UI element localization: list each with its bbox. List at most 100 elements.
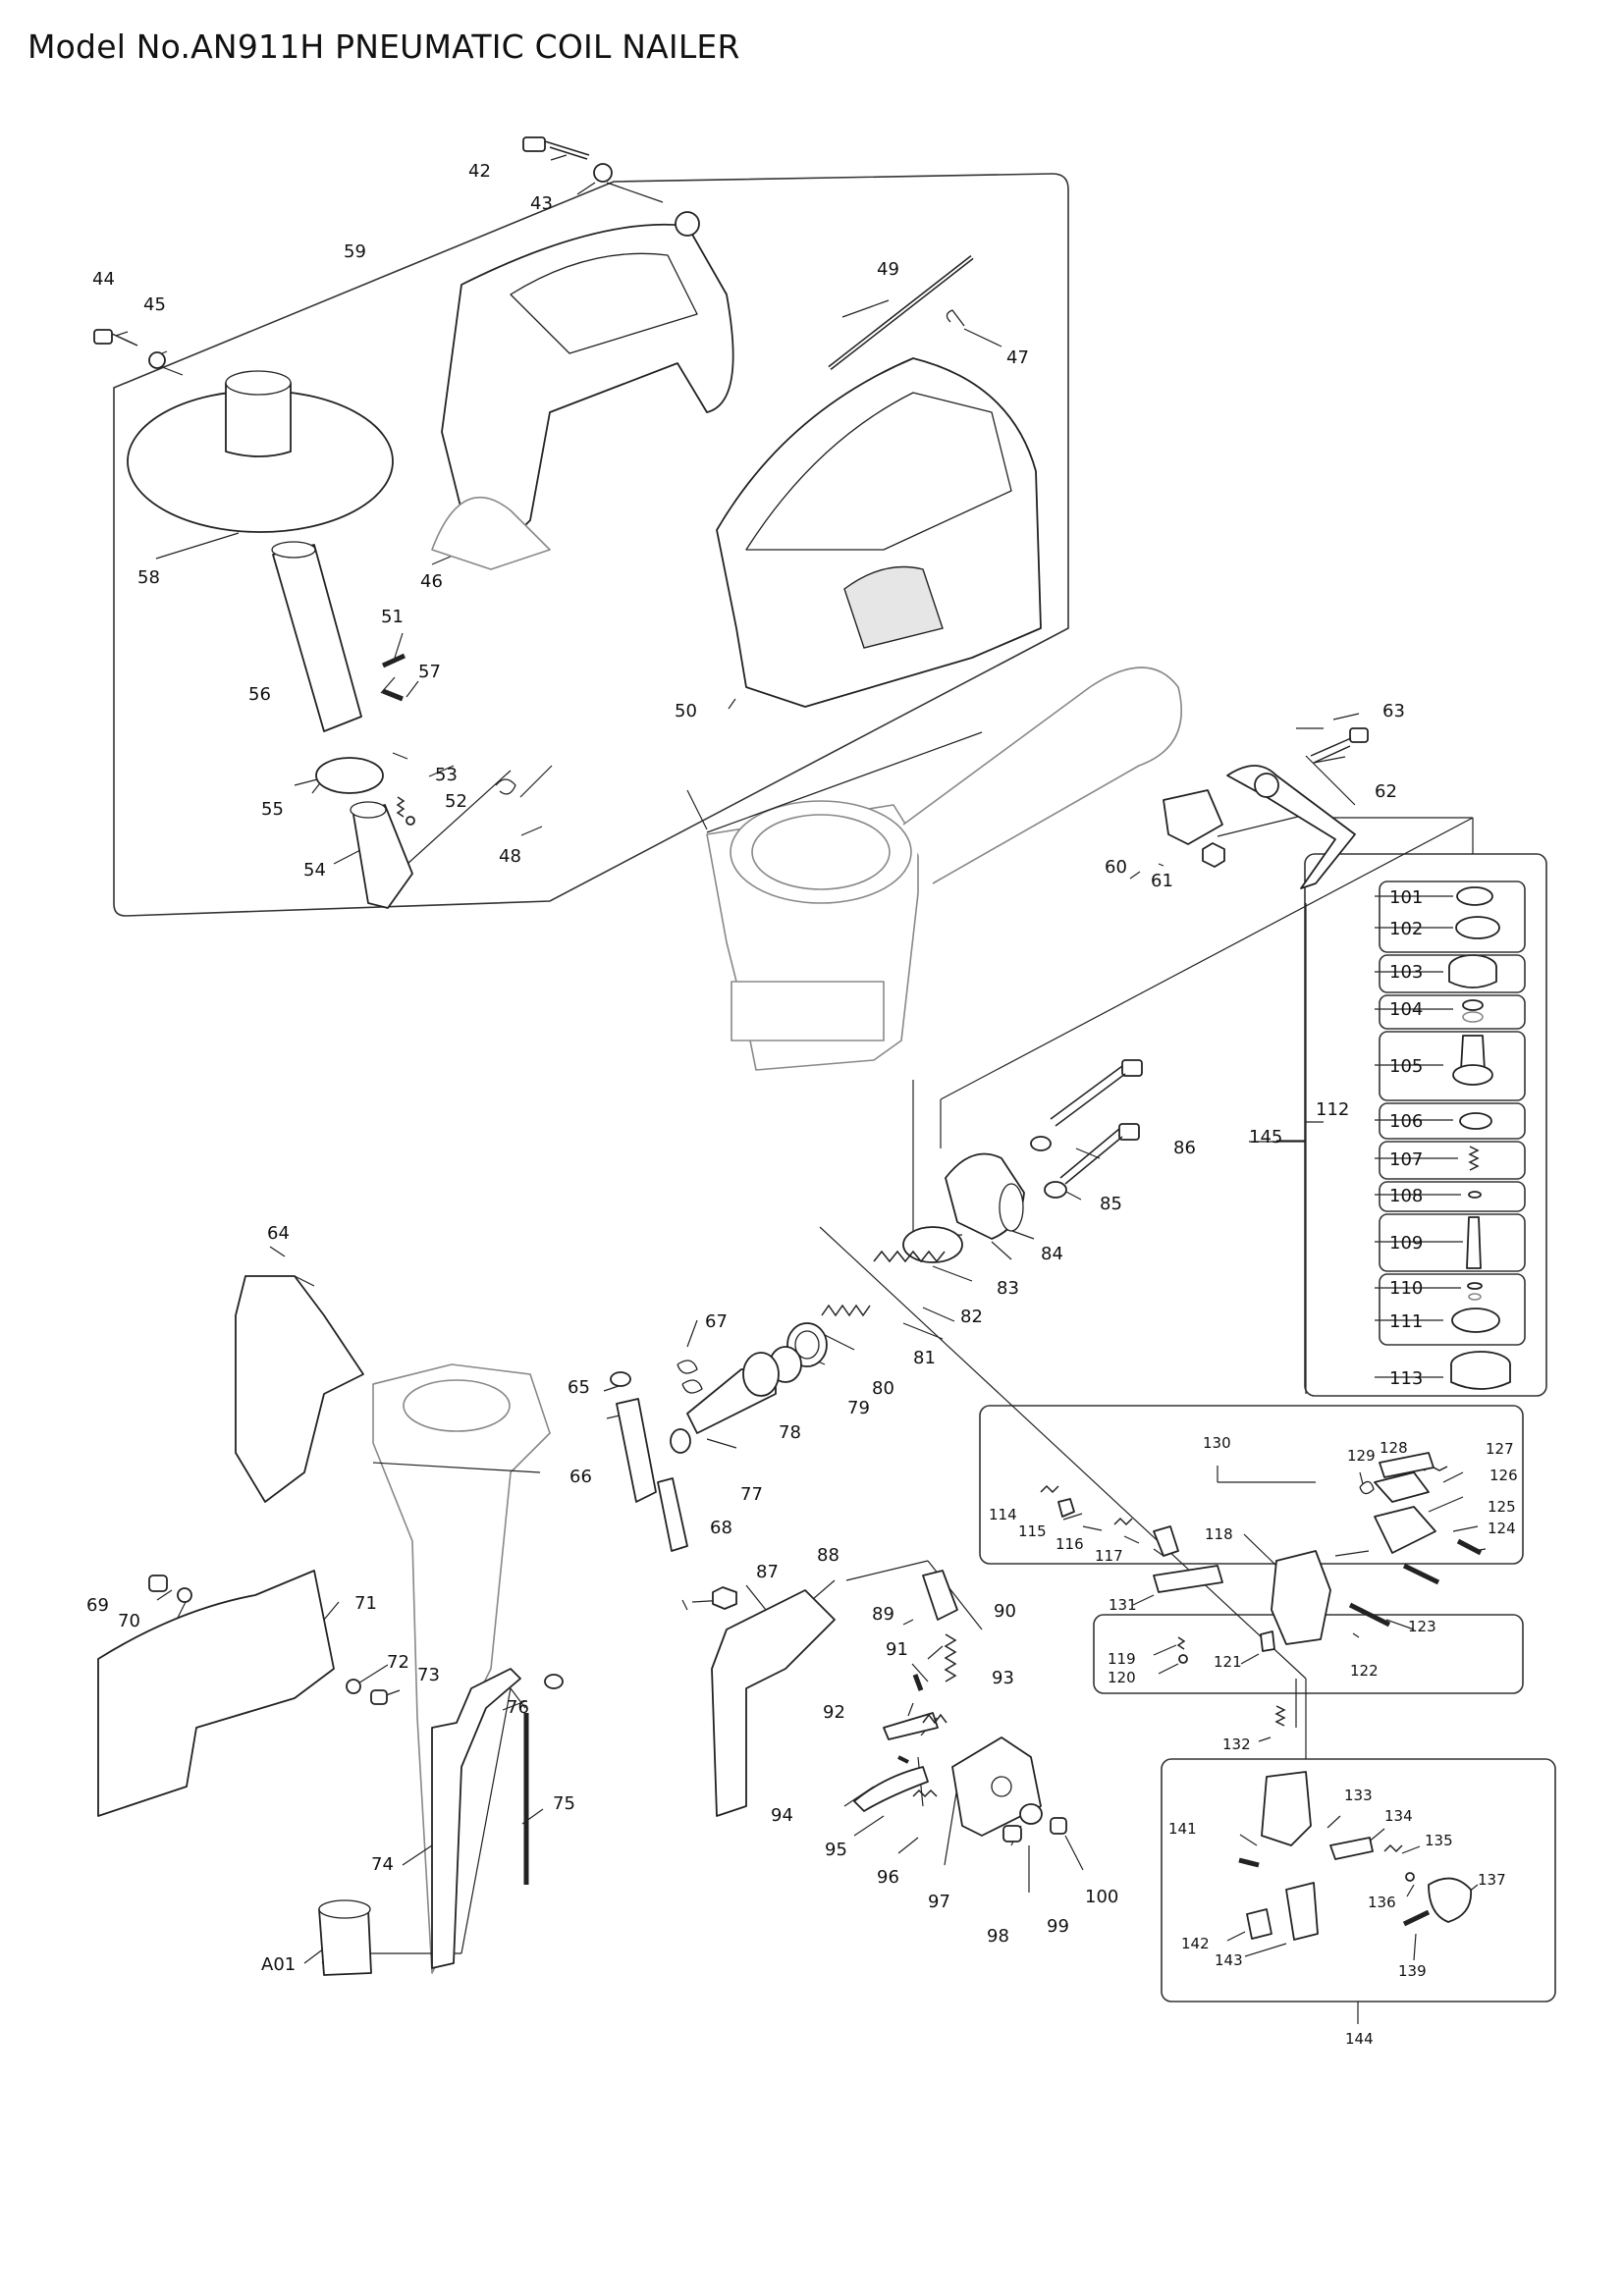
callout-120: 120 — [1108, 1669, 1136, 1686]
part-85-washer — [1030, 1136, 1067, 1199]
callout-67: 67 — [705, 1311, 728, 1332]
callout-99: 99 — [1047, 1916, 1069, 1937]
part-49-shaft — [828, 255, 974, 370]
part-83-o-ring — [902, 1226, 963, 1263]
part-120-ball — [1178, 1654, 1188, 1664]
part-96-spring — [912, 1789, 938, 1798]
callout-126: 126 — [1489, 1467, 1518, 1484]
callout-96: 96 — [877, 1867, 899, 1888]
part-110-o-ring — [1467, 1282, 1483, 1301]
part-97-valve-housing — [951, 1736, 1042, 1837]
callout-61: 61 — [1151, 871, 1173, 891]
part-76-bushing — [544, 1674, 564, 1689]
callout-64: 64 — [267, 1223, 290, 1244]
part-69-screw — [148, 1575, 168, 1592]
part-133-body — [1261, 1771, 1312, 1846]
callout-80: 80 — [872, 1378, 894, 1399]
part-98-screw — [1002, 1825, 1022, 1842]
part-143-bracket — [1285, 1882, 1319, 1941]
callout-98: 98 — [987, 1926, 1009, 1947]
part-66-bracket — [616, 1398, 657, 1503]
magazine-subassembly-frame — [113, 173, 1069, 917]
callout-141: 141 — [1168, 1820, 1197, 1838]
part-63-bolt — [1310, 727, 1369, 764]
part-78-piston — [686, 1352, 780, 1434]
callout-130: 130 — [1203, 1434, 1231, 1452]
callout-103: 103 — [1389, 962, 1423, 983]
callout-129: 129 — [1347, 1447, 1376, 1465]
part-100-screw — [1050, 1817, 1067, 1835]
part-56-spindle — [271, 541, 362, 732]
callout-127: 127 — [1486, 1440, 1514, 1458]
part-92-trigger-arm — [883, 1712, 939, 1740]
part-139-pin — [1402, 1909, 1431, 1927]
callout-81: 81 — [913, 1348, 936, 1368]
callout-83: 83 — [997, 1278, 1019, 1299]
callout-73: 73 — [417, 1665, 440, 1685]
callout-100: 100 — [1085, 1887, 1118, 1907]
callout-108: 108 — [1389, 1186, 1423, 1206]
part-43-washer — [593, 163, 613, 183]
part-114-spring — [1040, 1484, 1059, 1494]
part-109-pin — [1466, 1216, 1482, 1269]
callout-124: 124 — [1488, 1520, 1516, 1537]
part-118-trigger-body — [1271, 1550, 1331, 1645]
callout-69: 69 — [86, 1595, 109, 1616]
callout-71: 71 — [354, 1593, 377, 1614]
callout-139: 139 — [1398, 1962, 1427, 1980]
callout-122: 122 — [1350, 1662, 1379, 1680]
callout-labels: 42 43 44 45 59 49 47 58 46 50 51 56 57 5… — [86, 161, 1518, 2048]
part-131-trigger-lever — [1153, 1565, 1223, 1593]
callout-54: 54 — [303, 860, 326, 881]
page-title: Model No.AN911H PNEUMATIC COIL NAILER — [27, 27, 740, 66]
part-108-o-ring — [1468, 1191, 1482, 1199]
callout-59: 59 — [344, 241, 366, 262]
part-116-spring — [1113, 1517, 1133, 1526]
part-84-cap — [945, 1152, 1025, 1240]
part-117-plunger — [1153, 1525, 1179, 1557]
part-46-magazine-upper — [431, 496, 551, 570]
callout-50: 50 — [675, 701, 697, 721]
part-71-contact-cover — [97, 1570, 335, 1817]
part-105-valve — [1452, 1035, 1493, 1086]
callout-45: 45 — [143, 294, 166, 315]
part-60-latch — [1163, 789, 1223, 845]
part-141-pin — [1238, 1857, 1260, 1868]
callout-95: 95 — [825, 1840, 847, 1860]
callout-76: 76 — [507, 1697, 529, 1718]
part-62-lever — [1226, 765, 1356, 889]
callout-94: 94 — [771, 1805, 793, 1826]
callout-110: 110 — [1389, 1278, 1423, 1299]
callout-89: 89 — [872, 1604, 894, 1625]
part-129-spring — [1359, 1480, 1375, 1495]
part-74-contact-arm — [431, 1668, 521, 1969]
callout-74: 74 — [371, 1854, 394, 1875]
callout-47: 47 — [1006, 347, 1029, 368]
callout-78: 78 — [779, 1422, 801, 1443]
part-72-washer — [346, 1679, 361, 1694]
valve-group-112-frame — [1304, 853, 1547, 1397]
part-86-bolt — [1050, 1059, 1143, 1185]
callout-42: 42 — [468, 161, 491, 182]
part-44-screw — [93, 329, 138, 347]
callout-58: 58 — [137, 567, 160, 588]
callout-144: 144 — [1345, 2030, 1374, 2048]
part-54-hook — [350, 801, 413, 909]
part-111-o-ring — [1451, 1308, 1500, 1333]
callout-113: 113 — [1389, 1368, 1423, 1389]
callout-53: 53 — [435, 765, 458, 785]
callout-49: 49 — [877, 259, 899, 280]
part-93-spring — [922, 1713, 947, 1725]
part-64-guard — [235, 1275, 364, 1503]
callout-44: 44 — [92, 269, 115, 290]
part-128-lever — [1379, 1452, 1435, 1478]
part-90-spring — [944, 1633, 957, 1682]
callout-46: 46 — [420, 571, 443, 592]
callout-62: 62 — [1375, 781, 1397, 802]
callout-101: 101 — [1389, 887, 1423, 908]
callout-90: 90 — [994, 1601, 1016, 1622]
trigger-group-130-frame — [979, 1405, 1524, 1565]
callout-72: 72 — [387, 1652, 409, 1673]
callout-63: 63 — [1382, 701, 1405, 721]
callout-65: 65 — [568, 1377, 590, 1398]
